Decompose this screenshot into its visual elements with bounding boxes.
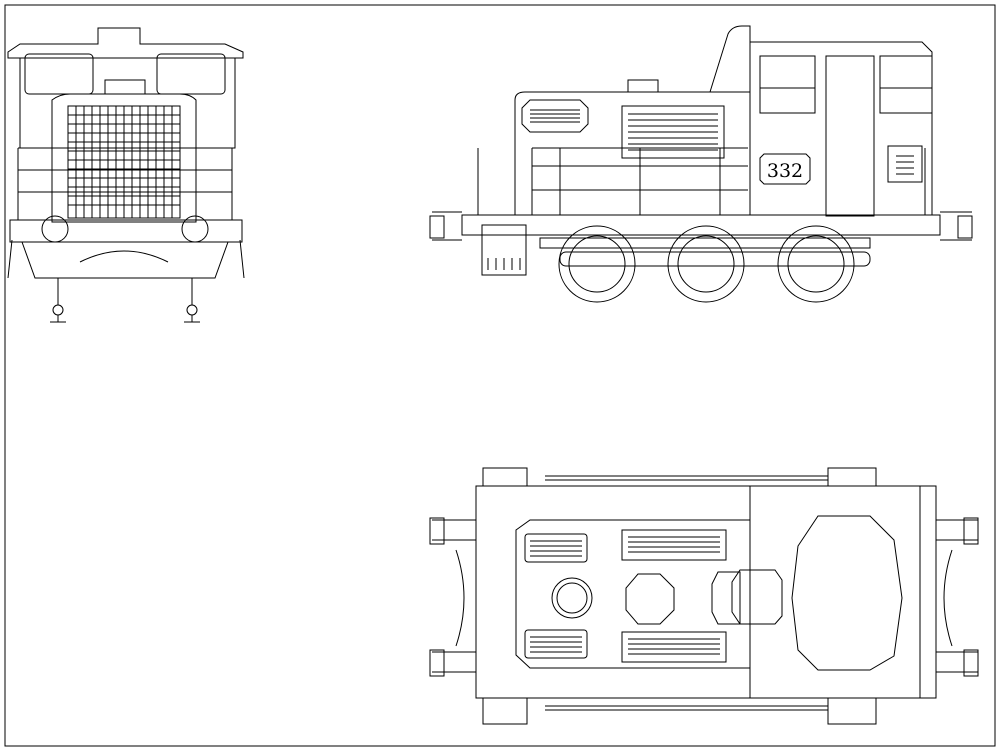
drawing-border [4, 4, 996, 747]
top-view [429, 467, 979, 725]
number-plate: 332 [759, 153, 811, 185]
number-plate-text: 332 [767, 160, 803, 182]
front-view [7, 27, 245, 323]
side-view: 332 [429, 25, 973, 303]
radiator-grille [67, 105, 181, 219]
